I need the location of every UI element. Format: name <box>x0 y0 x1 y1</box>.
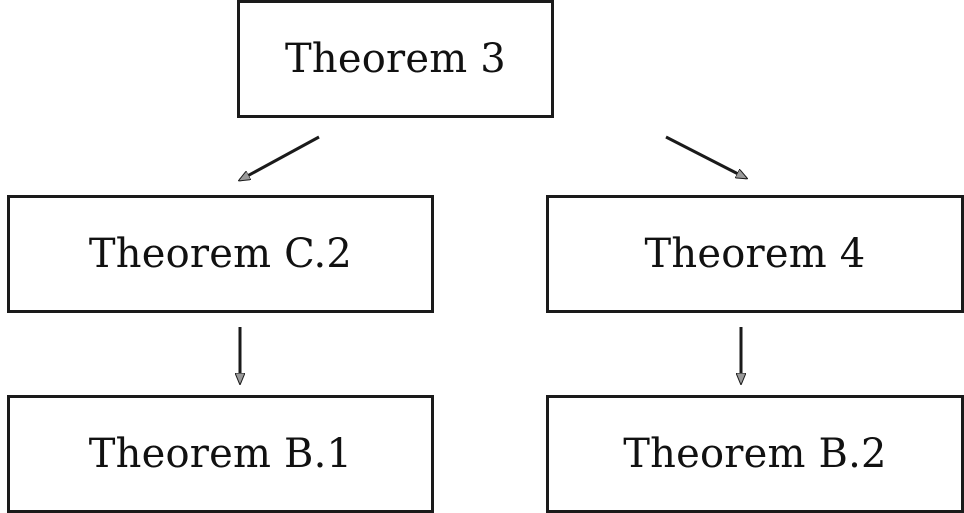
theorem-b1-label: Theorem B.1 <box>88 431 353 477</box>
theorem-b1-box: Theorem B.1 <box>7 395 434 513</box>
theorem-b2-label: Theorem B.2 <box>623 431 887 477</box>
theorem-4-box: Theorem 4 <box>546 195 964 313</box>
theorem-c2-label: Theorem C.2 <box>88 231 353 277</box>
theorem-3-label: Theorem 3 <box>285 36 506 82</box>
theorem-4-label: Theorem 4 <box>644 231 866 277</box>
theorem-b2-box: Theorem B.2 <box>546 395 964 513</box>
theorem-3-box: Theorem 3 <box>237 0 554 118</box>
arrow-top-to-mid-left <box>240 135 320 180</box>
arrow-top-to-mid-right <box>665 135 746 178</box>
theorem-c2-box: Theorem C.2 <box>7 195 434 313</box>
